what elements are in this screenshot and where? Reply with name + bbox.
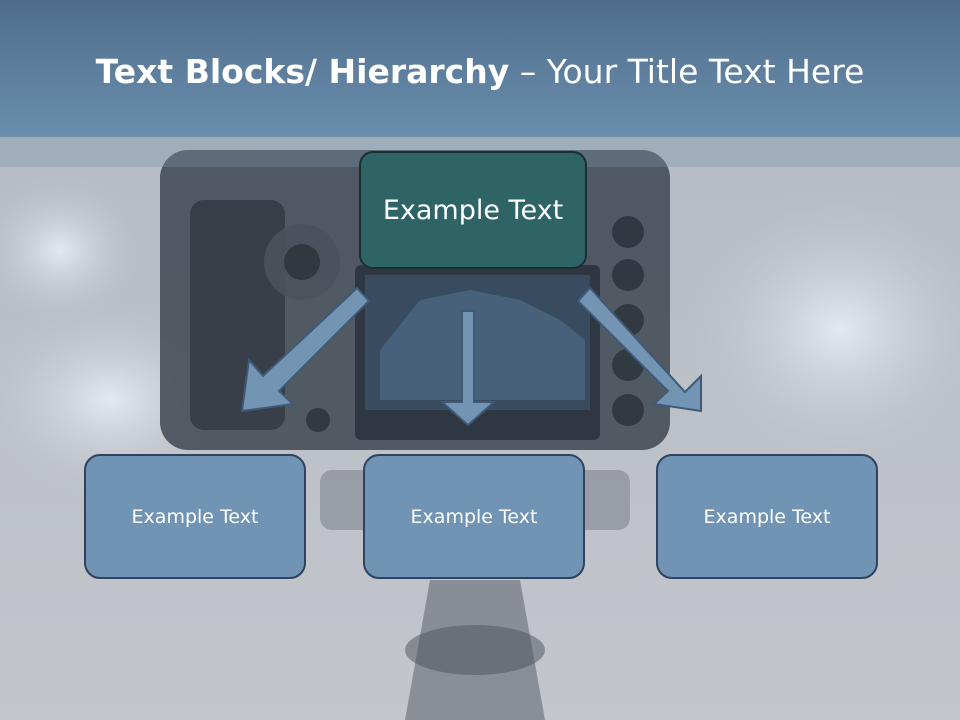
top-box: Example Text <box>359 151 587 269</box>
arrow-right <box>576 286 702 413</box>
child-box-label: Example Text <box>703 505 831 528</box>
arrow-left <box>240 286 371 413</box>
child-box-label: Example Text <box>410 505 538 528</box>
child-box-label: Example Text <box>131 505 259 528</box>
title-bold-part: Text Blocks/ Hierarchy <box>95 52 510 91</box>
arrow-center <box>439 310 497 427</box>
title-regular-part: – Your Title Text Here <box>509 52 865 91</box>
title-bar <box>0 0 960 137</box>
child-box-right: Example Text <box>656 454 878 579</box>
slide-title: Text Blocks/ Hierarchy – Your Title Text… <box>0 52 960 91</box>
child-box-center: Example Text <box>363 454 585 579</box>
top-box-label: Example Text <box>382 194 564 226</box>
child-box-left: Example Text <box>84 454 306 579</box>
